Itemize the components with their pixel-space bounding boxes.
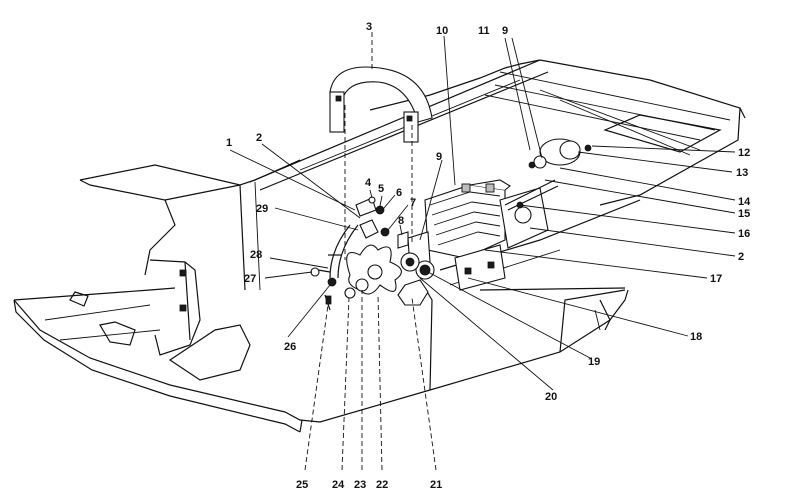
callout-3: 3 [366,21,372,33]
callout-10: 10 [436,25,448,37]
engine-pump-assembly [407,179,549,291]
callout-29: 29 [256,203,268,215]
callout-24: 24 [332,479,345,491]
callout-2b: 2 [738,251,744,263]
callout-25: 25 [296,479,308,491]
callout-1: 1 [226,137,232,149]
callout-8: 8 [398,215,404,227]
callout-9a: 9 [436,151,442,163]
linkage-hose [310,196,409,311]
callout-15: 15 [738,208,750,220]
callout-17: 17 [710,273,722,285]
callout-7: 7 [410,197,416,209]
callout-19: 19 [588,356,600,368]
motor-assembly [504,138,592,211]
callout-11: 11 [478,25,490,37]
callout-27: 27 [244,273,256,285]
belt-guard [329,66,433,143]
fan-pulley [344,244,429,306]
callout-16: 16 [738,228,750,240]
callout-13: 13 [736,167,748,179]
callout-2a: 2 [256,132,262,144]
callout-12: 12 [738,147,750,159]
callout-22: 22 [376,479,388,491]
callout-28: 28 [250,249,262,261]
callout-9b: 9 [502,25,508,37]
callout-14: 14 [738,196,751,208]
callout-4: 4 [365,177,372,189]
callout-20: 20 [545,391,557,403]
callout-23: 23 [354,479,366,491]
callout-5: 5 [378,183,384,195]
callout-26: 26 [284,341,296,353]
leader-lines [229,32,736,471]
callout-labels: 3 10 11 9 1 2 9 4 5 6 7 8 29 28 27 26 12… [226,21,751,491]
callout-21: 21 [430,479,442,491]
callout-6: 6 [396,187,402,199]
chassis-frame [13,59,746,433]
callout-18: 18 [690,331,702,343]
